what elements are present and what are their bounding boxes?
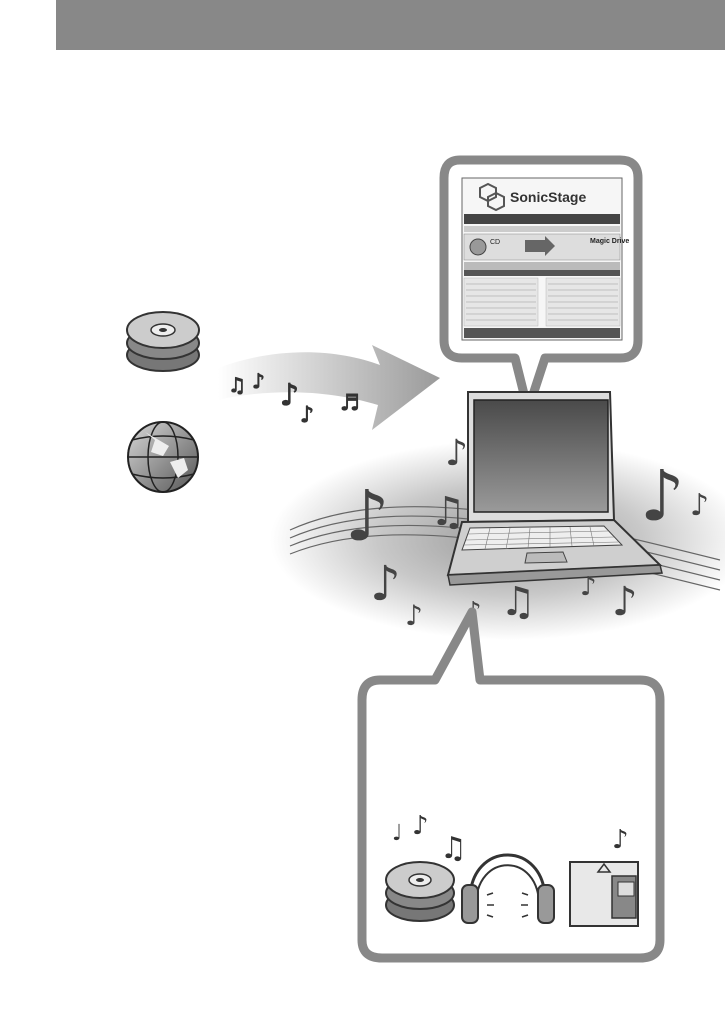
software-callout: SonicStage CD Magic Drive — [444, 160, 638, 410]
svg-text:♪: ♪ — [405, 599, 423, 632]
svg-text:♪: ♪ — [370, 556, 401, 612]
svg-text:♪: ♪ — [640, 455, 685, 537]
svg-text:♫: ♫ — [500, 579, 536, 625]
svg-text:♫: ♫ — [440, 831, 467, 866]
svg-text:♩: ♩ — [392, 821, 402, 846]
svg-text:♪: ♪ — [445, 433, 468, 474]
svg-text:♪: ♪ — [612, 579, 638, 625]
svg-text:♬: ♬ — [340, 391, 360, 416]
globe-icon — [128, 422, 198, 492]
portable-player-icon — [570, 862, 638, 926]
svg-text:♪: ♪ — [252, 369, 265, 393]
svg-text:♪: ♪ — [412, 811, 429, 841]
svg-text:♫: ♫ — [430, 489, 466, 535]
drive-label: Magic Drive — [590, 238, 629, 245]
cd-label: CD — [490, 239, 500, 246]
svg-text:♪: ♪ — [690, 488, 709, 523]
svg-text:♫: ♫ — [228, 373, 246, 397]
svg-text:♪: ♪ — [580, 572, 597, 602]
sonicstage-logo-text: SonicStage — [510, 189, 586, 205]
cd-stack-icon — [386, 862, 454, 921]
svg-text:♪: ♪ — [280, 378, 299, 413]
cd-stack-icon — [127, 312, 199, 371]
svg-text:♪: ♪ — [345, 475, 390, 557]
svg-text:♪: ♪ — [300, 403, 314, 428]
svg-text:♪: ♪ — [612, 825, 629, 855]
